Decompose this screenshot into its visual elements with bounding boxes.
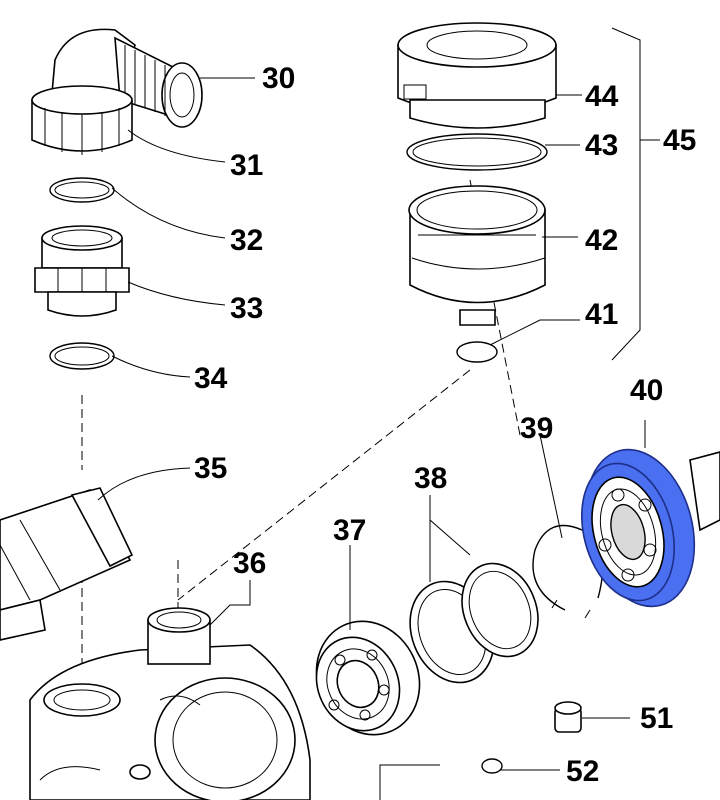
- label-51: 51: [640, 702, 673, 735]
- pump-housing: [29, 607, 311, 800]
- label-39: 39: [520, 412, 553, 445]
- label-37: 37: [333, 514, 366, 547]
- label-43: 43: [585, 129, 618, 162]
- part-31-ring-nut: [31, 85, 133, 155]
- label-32: 32: [230, 224, 263, 257]
- label-35: 35: [194, 452, 227, 485]
- part-40-bearing-highlighted: [580, 448, 720, 608]
- label-45: 45: [663, 124, 696, 157]
- part-34-o-ring: [49, 342, 115, 370]
- label-42: 42: [585, 224, 618, 257]
- part-labels: 30 31 32 33 34 35 36 37 38 39 40 41 42 4…: [194, 62, 696, 788]
- part-42-filter-body: [408, 185, 546, 326]
- part-52-washer: [481, 758, 503, 774]
- label-30: 30: [262, 62, 295, 95]
- part-44-cap: [397, 22, 557, 129]
- part-38-seal-rings: [409, 562, 539, 684]
- label-52: 52: [566, 755, 599, 788]
- part-32-o-ring: [49, 177, 115, 203]
- part-35-pipe: [0, 487, 134, 641]
- part-41-o-ring: [456, 341, 498, 363]
- leader-lines: [97, 77, 646, 800]
- label-31: 31: [230, 149, 263, 182]
- label-34: 34: [194, 362, 228, 395]
- label-36: 36: [233, 547, 266, 580]
- label-41: 41: [585, 298, 618, 331]
- bracket-45: [611, 27, 641, 361]
- label-40: 40: [630, 374, 663, 407]
- label-44: 44: [585, 80, 619, 113]
- part-37-bearing: [315, 620, 421, 736]
- label-33: 33: [230, 292, 263, 325]
- label-38: 38: [414, 462, 447, 495]
- part-51-plug: [554, 701, 582, 733]
- part-43-ring: [406, 133, 548, 171]
- part-33-threaded-fitting: [34, 225, 130, 317]
